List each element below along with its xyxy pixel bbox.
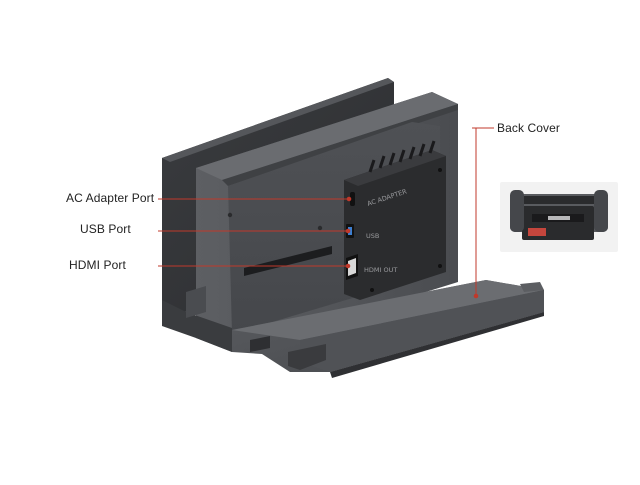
- dock-rear-panel: [162, 78, 394, 312]
- callout-label-back-cover: Back Cover: [497, 121, 561, 135]
- ac-adapter-port-icon: [350, 192, 355, 206]
- port-label-hdmi: HDMI OUT: [364, 266, 397, 274]
- switch-dock-thumbnail: [500, 182, 618, 252]
- port-module: AC ADAPTER USB HDMI OUT: [344, 140, 446, 300]
- port-label-usb: USB: [366, 232, 379, 240]
- callout-label-hdmi-port: HDMI Port: [69, 258, 126, 272]
- dock-base: [162, 286, 232, 352]
- callout-lines: [158, 127, 494, 299]
- back-cover: [232, 280, 544, 378]
- callout-label-ac-adapter-port: AC Adapter Port: [66, 191, 155, 205]
- callout-label-usb-port: USB Port: [80, 222, 131, 236]
